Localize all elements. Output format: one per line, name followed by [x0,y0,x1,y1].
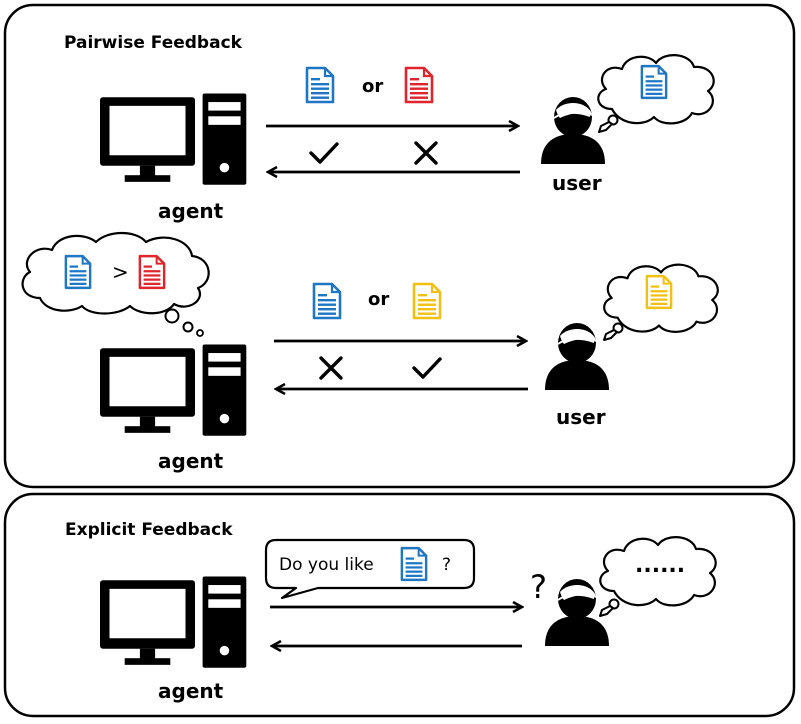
red-document-icon [138,254,166,290]
scenario-1: agent or user [100,53,715,223]
blue-document-icon [640,64,668,100]
yellow-document-icon [412,282,442,320]
user-label: user [552,171,602,195]
compare-symbol: > [112,260,129,284]
agent-label: agent [158,679,224,703]
yellow-document-icon [645,274,673,310]
thought-bubble-dot [196,329,204,337]
agent-thought-cloud [21,231,210,315]
user-label: user [556,405,606,429]
question-text: Do you like [279,555,374,575]
explicit-title: Explicit Feedback [65,520,233,540]
red-document-icon [404,66,434,104]
thought-ellipsis: ...... [635,553,685,578]
or-text: or [362,76,383,97]
blue-document-icon [64,254,92,290]
agent-label: agent [158,199,224,223]
user-question-mark: ? [530,568,547,606]
or-text: or [368,289,389,310]
pairwise-title: Pairwise Feedback [64,33,243,53]
blue-document-icon [305,66,335,104]
explicit-panel [3,492,796,718]
blue-document-icon [400,546,428,582]
question-mark-text: ? [442,555,451,575]
scenario-2: > agent or user [21,231,720,473]
blue-document-icon [312,282,342,320]
thought-bubble-dot [182,321,194,333]
thought-bubble-dot [164,308,180,324]
agent-label: agent [158,449,224,473]
explicit-scenario: Do you like ? agent ? ...... [100,535,717,703]
